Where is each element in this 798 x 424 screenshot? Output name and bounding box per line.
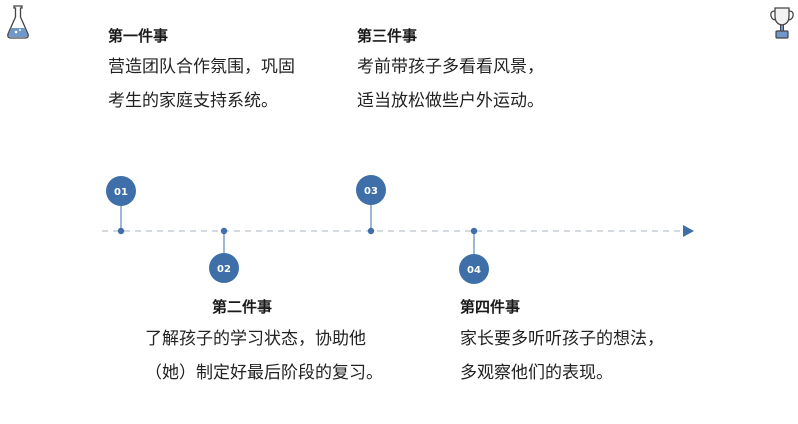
item-3-title: 第三件事 [357,27,418,45]
item-2-title: 第二件事 [212,298,273,316]
milestone-number: 04 [467,265,481,276]
item-2-line-1: 了解孩子的学习状态，协助他 [145,329,366,349]
flask-icon [5,4,31,40]
item-3-line-2: 适当放松做些户外运动。 [357,91,544,111]
milestone-badge [356,175,386,205]
milestone-dot [470,227,478,235]
milestone-number: 03 [364,186,378,197]
item-4-line-2: 多观察他们的表现。 [460,363,613,383]
milestone-number: 02 [217,264,231,275]
milestone-01: 01 [106,176,136,235]
item-2-description: 了解孩子的学习状态，协助他 （她）制定好最后阶段的复习。 [145,322,383,390]
item-4-title: 第四件事 [460,298,521,316]
milestone-dot [117,227,125,235]
item-3-line-1: 考前带孩子多看看风景， [357,57,544,77]
milestone-02: 02 [209,227,239,283]
timeline-arrowhead [683,225,694,237]
item-4-description: 家长要多听听孩子的想法， 多观察他们的表现。 [460,322,664,390]
milestone-badge [459,254,489,284]
item-1-line-1: 营造团队合作氛围，巩固 [108,57,295,77]
milestone-dot [367,227,375,235]
milestone-dot [220,227,228,235]
item-1-line-2: 考生的家庭支持系统。 [108,91,278,111]
item-4-line-1: 家长要多听听孩子的想法， [460,329,664,349]
milestone-04: 04 [459,227,489,284]
trophy-icon [769,5,795,41]
milestone-number: 01 [114,187,128,198]
milestone-03: 03 [356,175,386,235]
item-3-description: 考前带孩子多看看风景， 适当放松做些户外运动。 [357,50,544,118]
item-1-description: 营造团队合作氛围，巩固 考生的家庭支持系统。 [108,50,295,118]
milestone-badge [209,253,239,283]
milestone-badge [106,176,136,206]
item-1-title: 第一件事 [108,27,169,45]
item-2-line-2: （她）制定好最后阶段的复习。 [145,363,383,383]
